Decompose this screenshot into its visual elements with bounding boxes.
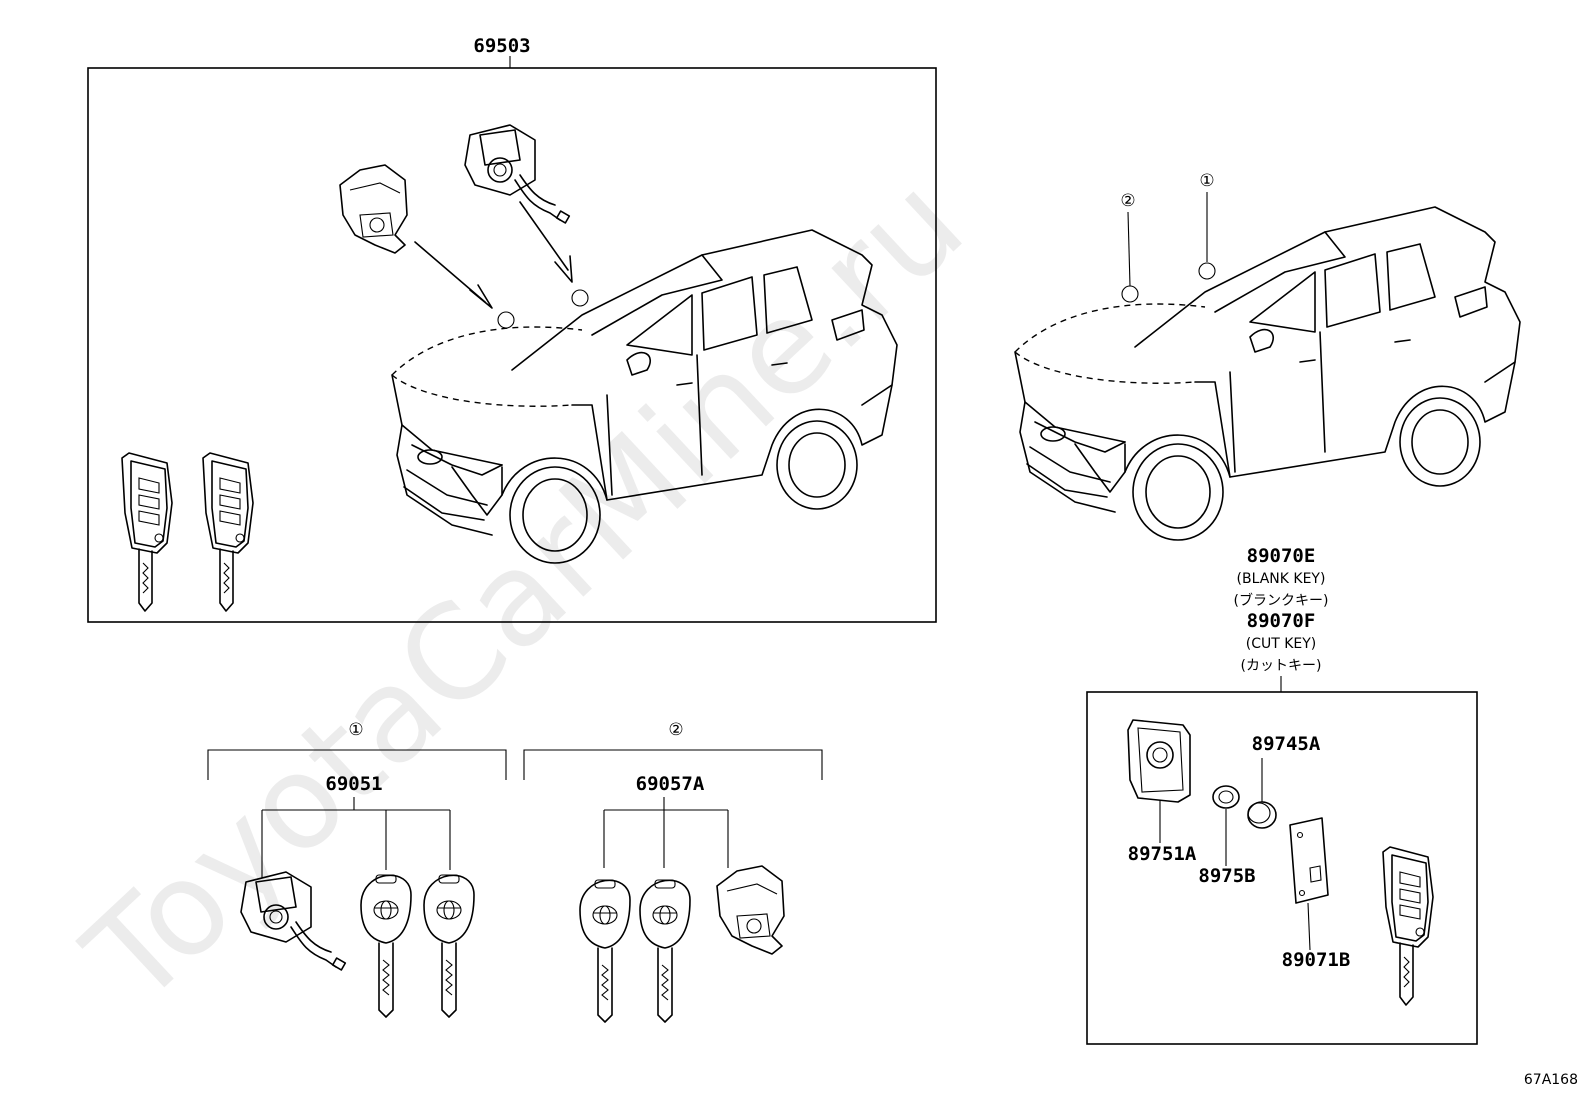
group-2-leaders bbox=[603, 797, 729, 868]
locator-dot bbox=[497, 311, 515, 329]
group-2-bracket bbox=[523, 749, 823, 780]
key-illustration bbox=[423, 874, 475, 1018]
lock-housing-illustration bbox=[339, 164, 408, 254]
blank-key-label: (BLANK KEY) bbox=[1237, 571, 1326, 587]
key-illustration bbox=[360, 874, 412, 1018]
group-2-ref: ② bbox=[668, 720, 683, 740]
blank-key-label-jp: (ブランクキー) bbox=[1234, 592, 1329, 609]
arrow-to-hood-left bbox=[414, 241, 493, 309]
leader-line bbox=[1127, 211, 1131, 287]
flip-key-illustration bbox=[202, 452, 254, 612]
group-1-ref: ① bbox=[348, 720, 363, 740]
part-number-69503: 69503 bbox=[473, 35, 530, 57]
flip-key-illustration bbox=[121, 452, 173, 612]
part-number-89071B: 89071B bbox=[1282, 949, 1351, 971]
watermark: ToyotaCarMine.ru bbox=[57, 147, 992, 1033]
battery-illustration bbox=[1247, 801, 1277, 829]
locator-dot bbox=[1198, 262, 1216, 280]
cut-key-label-jp: (カットキー) bbox=[1241, 658, 1322, 674]
part-number-89751A: 89751A bbox=[1128, 843, 1197, 865]
part-number-89070E: 89070E bbox=[1247, 545, 1316, 567]
key-illustration bbox=[639, 879, 691, 1023]
callout-1: ① bbox=[1199, 171, 1214, 191]
key-illustration bbox=[579, 879, 631, 1023]
group-1-leaders bbox=[261, 797, 451, 878]
assembly-frame-69503 bbox=[87, 67, 937, 623]
transmitter-case-illustration bbox=[1127, 719, 1191, 803]
leader-line bbox=[1307, 902, 1311, 951]
locator-dot bbox=[1121, 285, 1139, 303]
locator-dot bbox=[571, 289, 589, 307]
part-number-8975B: 8975B bbox=[1198, 865, 1255, 887]
transmitter-frame bbox=[1086, 691, 1478, 1045]
group-1-bracket bbox=[207, 749, 507, 780]
vehicle-illustration-right bbox=[1014, 206, 1521, 541]
arrow-to-hood-right bbox=[519, 201, 573, 283]
callout-2: ② bbox=[1120, 191, 1135, 211]
cut-key-label: (CUT KEY) bbox=[1246, 636, 1317, 652]
battery-holder-illustration bbox=[1212, 785, 1240, 809]
circuit-board-illustration bbox=[1289, 817, 1329, 904]
ignition-cylinder-illustration bbox=[464, 124, 571, 224]
part-number-89070F: 89070F bbox=[1247, 610, 1316, 632]
figure-code: 67A168 bbox=[1524, 1072, 1578, 1088]
lock-housing-illustration bbox=[716, 865, 785, 955]
part-number-69051: 69051 bbox=[325, 773, 382, 795]
flip-key-illustration bbox=[1382, 846, 1434, 1006]
part-number-89745A: 89745A bbox=[1252, 733, 1321, 755]
part-number-69057A: 69057A bbox=[636, 773, 705, 795]
